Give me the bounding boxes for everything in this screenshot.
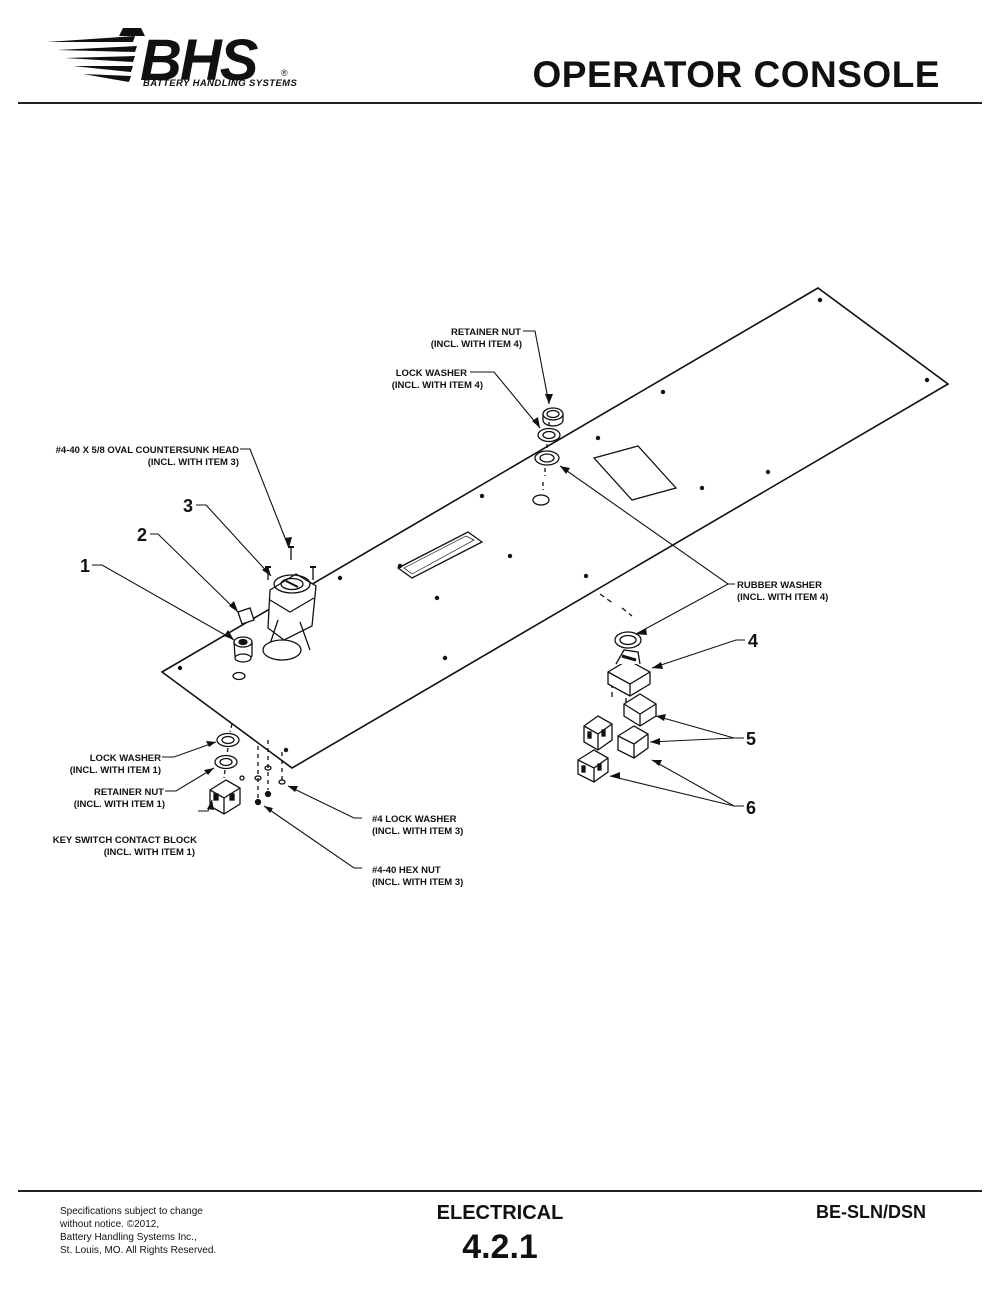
leader-lines [92, 330, 745, 869]
copyright-notice: Specifications subject to change without… [60, 1205, 240, 1257]
label-countersunk-screw: #4-40 X 5/8 OVAL COUNTERSUNK HEAD [56, 445, 239, 456]
label-key-switch-block-note: (INCL. WITH ITEM 1) [104, 847, 195, 858]
callout-6: 6 [746, 798, 756, 818]
retainer-nut-left [214, 754, 238, 770]
label-lock-washer-top-note: (INCL. WITH ITEM 4) [392, 380, 483, 391]
panel-cutout-upper [592, 445, 678, 501]
retainer-nut-top [542, 407, 564, 427]
label-hex-nut: #4-40 HEX NUT [372, 865, 441, 876]
key-switch-hole [232, 671, 246, 681]
switch-mount-hole [262, 639, 302, 661]
label-retainer-nut-top: RETAINER NUT [451, 327, 521, 338]
assembly-axis-left [223, 723, 233, 779]
label-retainer-nut-left: RETAINER NUT [94, 787, 164, 798]
panel-cutout-lower [396, 531, 484, 579]
label-countersunk-screw-note: (INCL. WITH ITEM 3) [148, 457, 239, 468]
copyright-line: without notice. ©2012, [60, 1219, 160, 1230]
bhs-logo: BHS ® BATTERY HANDLING SYSTEMS [45, 20, 298, 93]
callout-3: 3 [183, 496, 193, 516]
label-lock-washer-left-note: (INCL. WITH ITEM 1) [70, 765, 161, 776]
key-switch-item1 [233, 636, 253, 663]
contact-block-upper [623, 693, 657, 727]
callout-2: 2 [137, 525, 147, 545]
key-cap-item2 [237, 607, 255, 625]
header-divider [18, 102, 982, 104]
label-hex-nut-note: (INCL. WITH ITEM 3) [372, 877, 463, 888]
copyright-line: Specifications subject to change [60, 1206, 203, 1217]
footer-divider [18, 1190, 982, 1192]
model-number: BE-SLN/DSN [815, 1202, 926, 1222]
contact-block-middle [617, 725, 649, 759]
contact-block-lower [577, 749, 609, 783]
lock-washer-top [537, 427, 561, 443]
rubber-washer-top [534, 450, 560, 466]
key-switch-contact-block [209, 775, 245, 815]
rubber-washer-right [614, 631, 642, 649]
small-hardware [254, 740, 286, 806]
speed-lines-icon [47, 28, 145, 82]
copyright-line: St. Louis, MO. All Rights Reserved. [60, 1245, 217, 1256]
leader-arrows [204, 394, 666, 813]
assembly-axis-top [542, 422, 550, 490]
logo-subtitle: BATTERY HANDLING SYSTEMS [143, 78, 298, 89]
label-retainer-nut-left-note: (INCL. WITH ITEM 1) [74, 799, 165, 810]
callout-1: 1 [80, 556, 90, 576]
registered-mark: ® [281, 68, 288, 78]
lock-washer-left [216, 732, 240, 748]
page-title: OPERATOR CONSOLE [532, 54, 940, 95]
label-rubber-washer: RUBBER WASHER [737, 580, 822, 591]
label-no4-lock-washer-note: (INCL. WITH ITEM 3) [372, 826, 463, 837]
contact-block-left [583, 715, 613, 751]
section-name: ELECTRICAL [436, 1202, 564, 1224]
logo-wordmark: BHS [140, 28, 258, 93]
callout-5: 5 [746, 729, 756, 749]
selector-switch-item4 [607, 649, 651, 697]
console-panel [160, 287, 950, 769]
callout-4: 4 [748, 631, 758, 651]
label-key-switch-block: KEY SWITCH CONTACT BLOCK [53, 835, 197, 846]
section-number: 4.2.1 [462, 1228, 538, 1266]
switch-housing-item3 [267, 573, 317, 651]
copyright-line: Battery Handling Systems Inc., [60, 1232, 197, 1243]
label-lock-washer-left: LOCK WASHER [90, 753, 161, 764]
label-rubber-washer-note: (INCL. WITH ITEM 4) [737, 592, 828, 603]
label-lock-washer-top: LOCK WASHER [396, 368, 467, 379]
label-no4-lock-washer: #4 LOCK WASHER [372, 814, 457, 825]
label-retainer-nut-top-note: (INCL. WITH ITEM 4) [431, 339, 522, 350]
panel-round-hole [532, 494, 550, 506]
panel-cutout-lower-inner [403, 535, 475, 575]
